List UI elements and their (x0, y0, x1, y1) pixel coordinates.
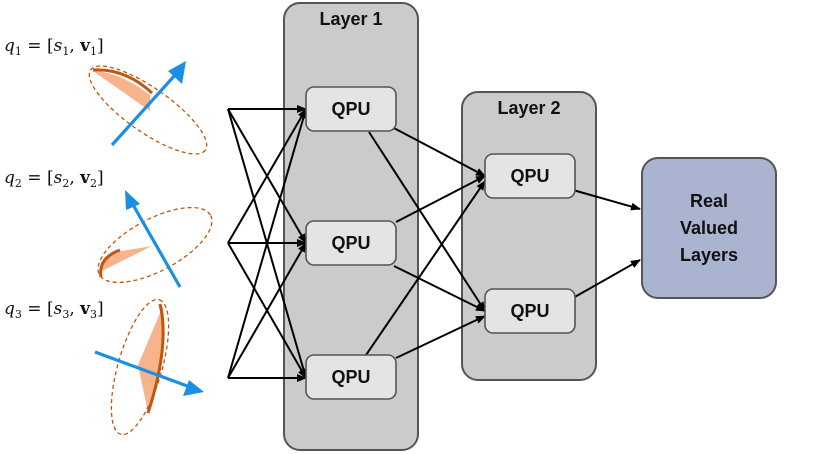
qpu-label: QPU (331, 233, 370, 253)
real-valued-layers-box (641, 157, 777, 299)
qpu-node: QPU (305, 220, 397, 266)
qpu-node: QPU (305, 86, 397, 132)
output-label-line-3: Layers (680, 245, 738, 265)
qpu-label: QPU (510, 166, 549, 186)
qpu-label: QPU (331, 367, 370, 387)
qubit-sphere-q1 (88, 61, 208, 155)
layer-2-title: Layer 2 (497, 98, 560, 118)
output-label-line-2: Valued (680, 218, 738, 238)
qpu-node: QPU (484, 153, 576, 199)
input-label-q2: q2 = [s2, v2] (4, 168, 104, 190)
qpu-node: QPU (484, 288, 576, 334)
layer-1-title: Layer 1 (319, 9, 382, 29)
qpu-node: QPU (305, 354, 397, 400)
input-label-q3: q3 = [s3, v3] (4, 299, 104, 321)
qubit-sphere-q2 (97, 190, 213, 288)
qpu-label: QPU (510, 301, 549, 321)
layer2-to-output-edges (572, 189, 641, 299)
input-edges (227, 105, 308, 382)
layer-2-container (461, 91, 597, 381)
layer1-to-layer2-edges (365, 125, 486, 359)
output-label-line-1: Real (690, 191, 728, 211)
input-label-q1: q1 = [s1, v1] (4, 36, 104, 58)
qpu-label: QPU (331, 99, 370, 119)
qubit-sphere-q3 (94, 298, 204, 436)
